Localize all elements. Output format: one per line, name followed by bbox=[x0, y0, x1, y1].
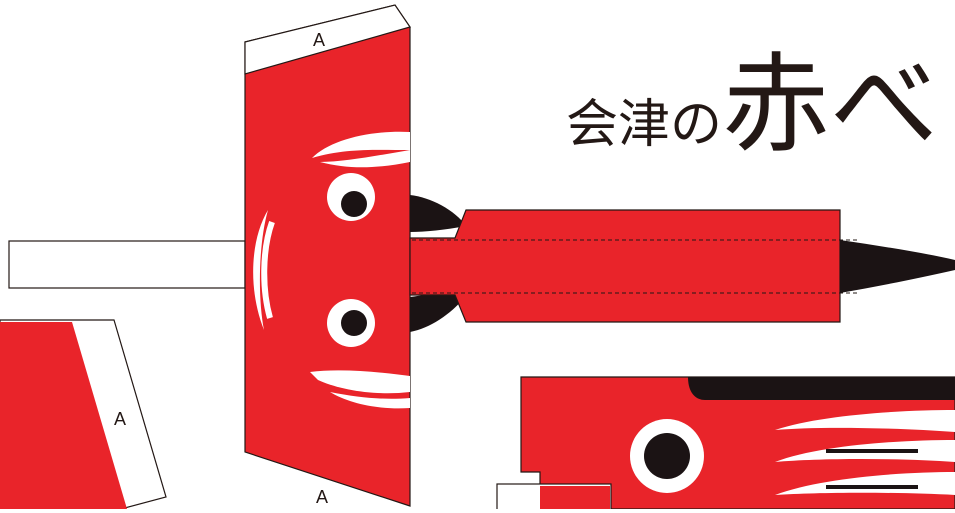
lower-eye bbox=[327, 299, 375, 347]
lower-eyebrow bbox=[310, 370, 410, 394]
upper-eye bbox=[327, 173, 375, 221]
lower-horn bbox=[410, 294, 466, 332]
upper-horn bbox=[410, 195, 466, 232]
akabeko-title: 会津の赤べ bbox=[566, 52, 938, 160]
body-eye bbox=[630, 419, 704, 493]
title-prefix: 会津の bbox=[566, 95, 723, 155]
left-body-piece bbox=[0, 319, 167, 510]
top-tab-label: A bbox=[313, 30, 325, 50]
left-tab-label: A bbox=[114, 409, 126, 429]
snout-tip bbox=[840, 240, 955, 293]
left-glue-strip bbox=[8, 240, 246, 289]
head-piece bbox=[244, 4, 466, 507]
upper-eyebrow bbox=[312, 131, 410, 158]
title-main: 赤べ bbox=[722, 43, 939, 168]
bottom-tab-label: A bbox=[316, 487, 328, 507]
body-piece bbox=[496, 376, 955, 513]
snout-piece bbox=[409, 209, 955, 323]
cheek-mark bbox=[253, 210, 268, 330]
